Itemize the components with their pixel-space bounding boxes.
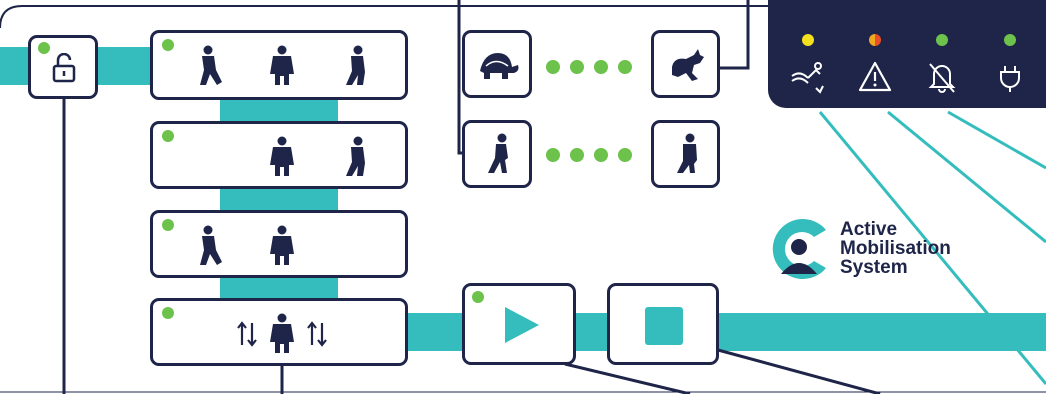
lock-active-indicator	[38, 42, 50, 54]
seated-upright-icon	[270, 313, 294, 353]
kneel-sitting-icon	[200, 225, 222, 265]
motion-status-light	[802, 34, 814, 46]
posture-button-sit-stand-upper[interactable]	[150, 121, 408, 189]
speed-step-3[interactable]	[594, 60, 608, 74]
turtle-icon	[480, 53, 519, 79]
warning-status-light	[869, 34, 881, 46]
range-slider-track[interactable]	[544, 146, 636, 164]
range-min-button[interactable]	[462, 120, 532, 188]
stop-button[interactable]	[607, 283, 719, 365]
speed-step-2[interactable]	[570, 60, 584, 74]
range-step-3[interactable]	[594, 148, 608, 162]
seated-upright-icon	[270, 225, 294, 265]
kneel-stand-icon	[346, 45, 365, 85]
speed-fast-button[interactable]	[651, 30, 720, 98]
seated-upright-icon	[270, 136, 294, 176]
brand-name-line-2: Mobilisation	[840, 238, 951, 259]
status-motion	[788, 30, 828, 100]
rabbit-icon	[672, 49, 704, 81]
unlock-button[interactable]	[28, 35, 98, 99]
track-link-3	[220, 278, 338, 300]
brand-name-line-1: Active	[840, 219, 898, 240]
posture-2-active-indicator	[162, 130, 174, 142]
unlock-icon	[52, 53, 76, 83]
speed-step-4[interactable]	[618, 60, 632, 74]
warning-icon	[858, 61, 892, 92]
posture-button-tilt-adjust[interactable]	[150, 298, 408, 366]
up-down-arrows-icon	[237, 321, 257, 347]
speed-slider-track[interactable]	[544, 58, 636, 76]
power-status-light	[1004, 34, 1016, 46]
ams-logo-icon	[772, 219, 826, 279]
range-step-2[interactable]	[570, 148, 584, 162]
brand-name: Active Mobilisation System	[840, 220, 951, 277]
status-warning	[855, 30, 895, 100]
bell-off-icon	[928, 63, 956, 93]
brand-name-line-3: System	[840, 257, 908, 278]
alarm-status-light	[936, 34, 948, 46]
kneel-sitting-icon	[200, 45, 222, 85]
stop-icon	[645, 307, 683, 345]
track-link-2	[220, 186, 338, 213]
speed-slow-button[interactable]	[462, 30, 532, 98]
posture-button-sit-stand-lower[interactable]	[150, 210, 408, 278]
posture-3-active-indicator	[162, 219, 174, 231]
posture-button-sit-stand-full[interactable]	[150, 30, 408, 100]
track-link-1	[220, 95, 338, 125]
play-icon	[505, 307, 539, 343]
play-button[interactable]	[462, 283, 576, 365]
status-alarm-mute	[922, 30, 962, 100]
range-max-button[interactable]	[651, 120, 720, 188]
up-down-arrows-icon	[307, 321, 327, 347]
seated-upright-icon	[270, 45, 294, 85]
recline-motion-icon	[791, 62, 824, 94]
status-power	[990, 30, 1030, 100]
posture-4-active-indicator	[162, 307, 174, 319]
range-step-1[interactable]	[546, 148, 560, 162]
power-plug-icon	[1000, 66, 1020, 92]
standing-person-icon	[677, 133, 697, 173]
status-panel	[768, 0, 1046, 108]
range-step-4[interactable]	[618, 148, 632, 162]
kneel-stand-icon	[346, 136, 365, 176]
speed-step-1[interactable]	[546, 60, 560, 74]
walking-person-icon	[488, 133, 508, 173]
posture-1-active-indicator	[162, 39, 174, 51]
play-active-indicator	[472, 291, 484, 303]
